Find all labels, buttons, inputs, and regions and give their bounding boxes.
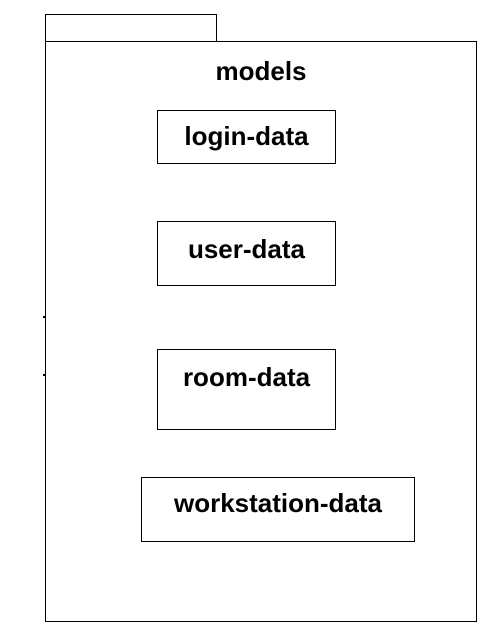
class-label: workstation-data [173, 488, 383, 518]
class-box-room-data: room-data [157, 349, 336, 430]
class-label: user-data [187, 234, 306, 264]
class-box-workstation-data: workstation-data [141, 477, 415, 542]
edge-marker [43, 316, 46, 318]
class-label: login-data [184, 121, 309, 151]
edge-marker [43, 374, 46, 376]
package-tab [45, 14, 217, 41]
class-box-login-data: login-data [157, 110, 336, 164]
class-box-user-data: user-data [157, 221, 336, 286]
class-label: room-data [182, 362, 311, 392]
package-title: models [215, 56, 307, 86]
